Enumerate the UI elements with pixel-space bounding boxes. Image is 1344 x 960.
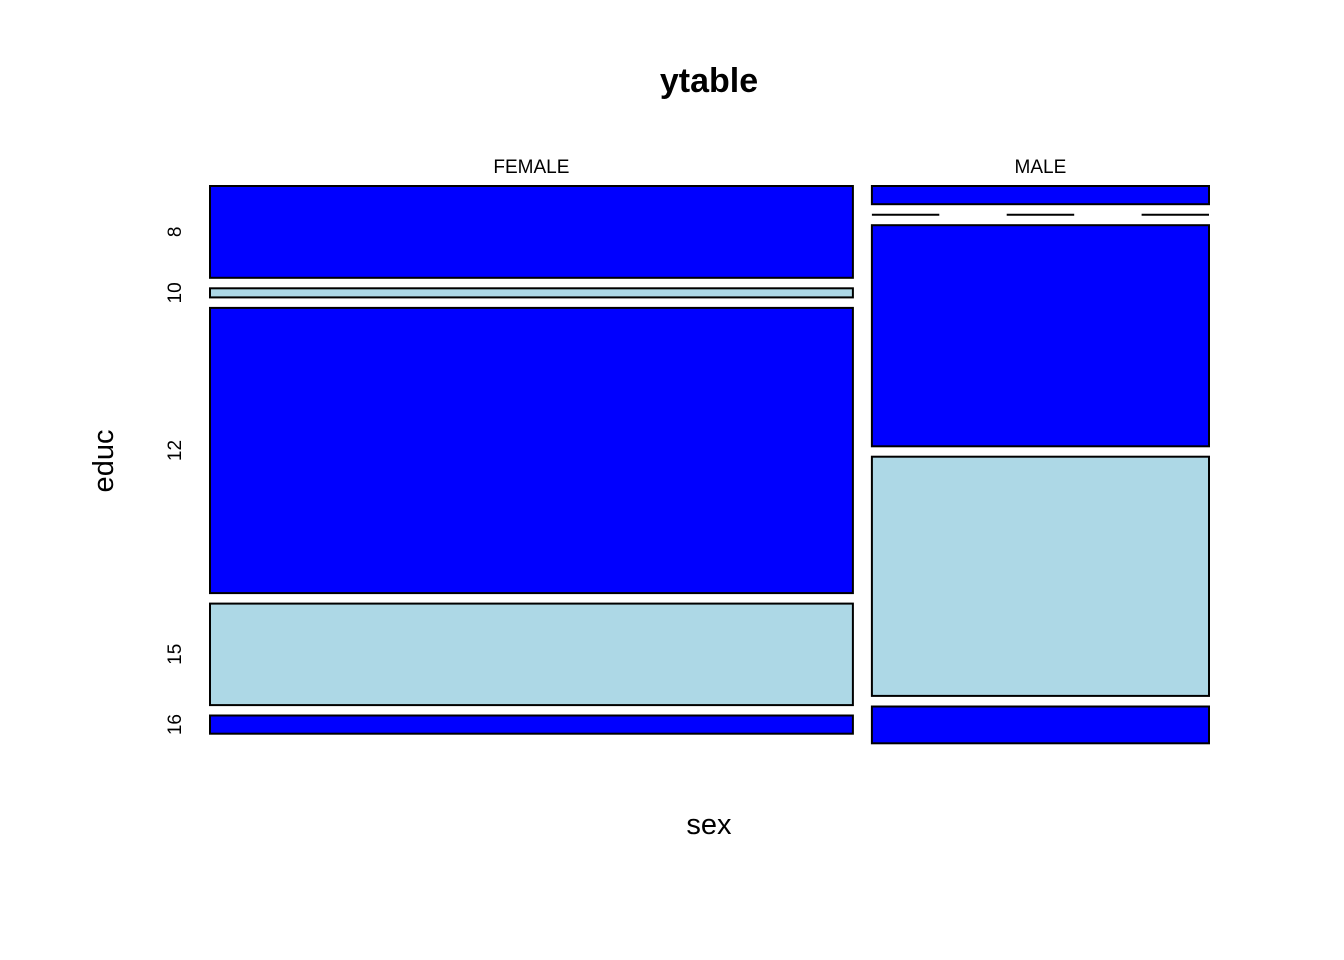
column-label-male: MALE (1015, 157, 1067, 178)
mosaic-cells (209, 185, 1211, 745)
cell-male-8 (870, 185, 1211, 206)
cell-female-15 (209, 602, 854, 707)
row-tick-labels: 8 10 12 15 16 (165, 227, 186, 736)
y-axis-title: educ (88, 430, 120, 493)
row-tick-label-16: 16 (165, 714, 186, 735)
cell-male-12 (870, 224, 1211, 448)
column-labels: FEMALE MALE (493, 157, 1066, 178)
cell-female-8 (209, 185, 854, 279)
cell-female-10 (209, 287, 854, 299)
cell-female-16 (209, 714, 854, 735)
cell-male-16 (870, 705, 1211, 745)
cell-male-15 (870, 455, 1211, 697)
x-axis-title: sex (686, 809, 732, 841)
column-label-female: FEMALE (493, 157, 569, 178)
cell-female-12 (209, 306, 854, 595)
chart-title: ytable (660, 62, 758, 100)
row-tick-label-10: 10 (165, 282, 186, 303)
row-tick-label-8: 8 (165, 227, 186, 238)
row-tick-label-12: 12 (165, 440, 186, 461)
row-tick-label-15: 15 (165, 644, 186, 665)
